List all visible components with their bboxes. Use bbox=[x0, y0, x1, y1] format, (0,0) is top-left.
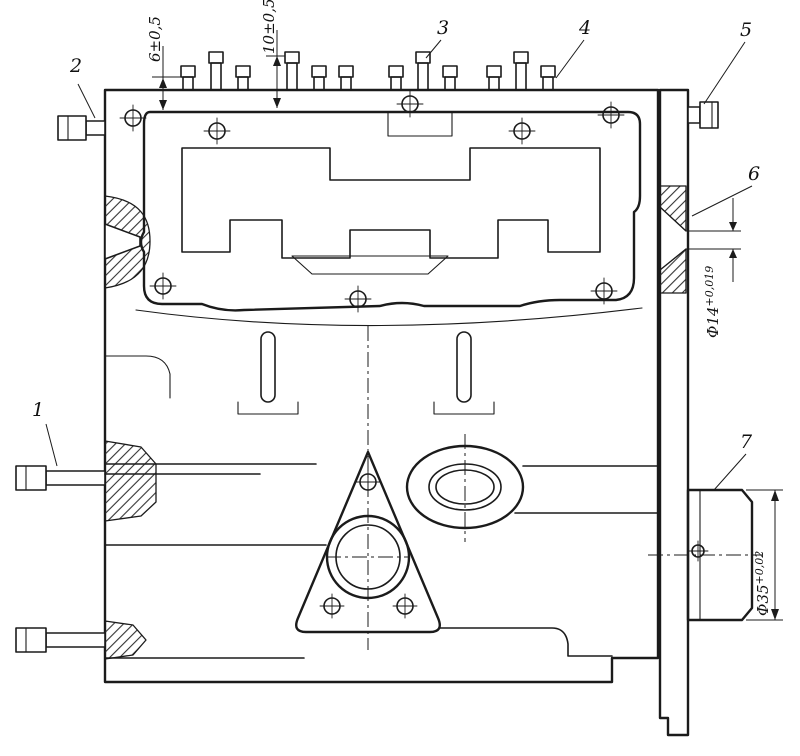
step-lower-right bbox=[439, 627, 613, 657]
bolt-2 bbox=[57, 115, 106, 141]
bolt-bottom-left bbox=[15, 627, 106, 653]
gasket-top-notch bbox=[387, 111, 453, 137]
body-outline bbox=[103, 88, 660, 684]
small-hole bbox=[319, 593, 345, 619]
dim-stud-long: 10±0,5 bbox=[260, 0, 285, 108]
dimension-annotations: 6±0,5 10±0,5 Ф14+0,019 Ф35+0,02 bbox=[146, 0, 783, 621]
dim-stud-short: 6±0,5 bbox=[146, 16, 181, 110]
small-hole bbox=[392, 593, 418, 619]
bolt-hole bbox=[590, 277, 618, 305]
top-studs bbox=[180, 51, 556, 91]
stud-tall-group bbox=[208, 51, 529, 91]
bolt-hole bbox=[508, 117, 536, 145]
callout-label-6: 6 bbox=[748, 163, 760, 185]
bolt-hole bbox=[149, 272, 177, 300]
bolt-hole bbox=[597, 101, 625, 129]
right-boss bbox=[648, 488, 762, 622]
oil-slot-left bbox=[260, 331, 276, 403]
callout-label-5: 5 bbox=[740, 19, 752, 41]
gasket-bottom-curve bbox=[135, 307, 643, 327]
bracket-left bbox=[237, 401, 299, 415]
callout-label-4: 4 bbox=[578, 17, 591, 39]
bracket-right bbox=[433, 401, 495, 415]
center-bore bbox=[295, 326, 441, 650]
wall-step bbox=[104, 355, 171, 399]
bolt-hole bbox=[396, 90, 424, 118]
callout-label-1: 1 bbox=[32, 399, 44, 421]
dim-text-hole-14: Ф14+0,019 bbox=[703, 266, 722, 338]
callout-label-3: 3 bbox=[437, 17, 449, 39]
bolt-hole bbox=[344, 285, 372, 313]
oval-boss bbox=[405, 434, 525, 542]
stud-short-group bbox=[180, 65, 556, 91]
gasket-outer-contour bbox=[139, 110, 642, 312]
small-hole bbox=[687, 540, 709, 562]
side-flange-plate bbox=[658, 88, 690, 737]
ledge-left bbox=[104, 463, 317, 475]
bolt-holes bbox=[119, 90, 625, 313]
callout-label-7: 7 bbox=[740, 431, 753, 453]
mid-section bbox=[104, 331, 659, 659]
oil-slot-right bbox=[456, 331, 472, 403]
ledge-right bbox=[514, 465, 659, 514]
callout-label-2: 2 bbox=[69, 55, 82, 77]
dim-text-stud-long: 10±0,5 bbox=[260, 0, 278, 54]
part-body-outline bbox=[103, 88, 690, 737]
gasket-tongue bbox=[291, 255, 449, 275]
dim-text-boss-35: Ф35+0,02 bbox=[753, 551, 772, 616]
gasket-inner-cutout bbox=[181, 147, 601, 259]
dim-boss-35: Ф35+0,02 bbox=[746, 489, 783, 621]
bolt-hole bbox=[119, 104, 147, 132]
boss-35-outline bbox=[686, 488, 754, 622]
hatched-sections bbox=[104, 185, 690, 660]
dim-text-stud-short: 6±0,5 bbox=[146, 16, 164, 62]
bolt-5 bbox=[687, 101, 719, 129]
bolt-hole bbox=[203, 117, 231, 145]
side-bolts bbox=[15, 101, 719, 653]
bolt-1 bbox=[15, 465, 106, 491]
gasket-face bbox=[135, 110, 643, 327]
callout-labels: 1 2 3 4 5 6 7 bbox=[32, 17, 760, 491]
dim-hole-14: Ф14+0,019 bbox=[689, 198, 741, 338]
